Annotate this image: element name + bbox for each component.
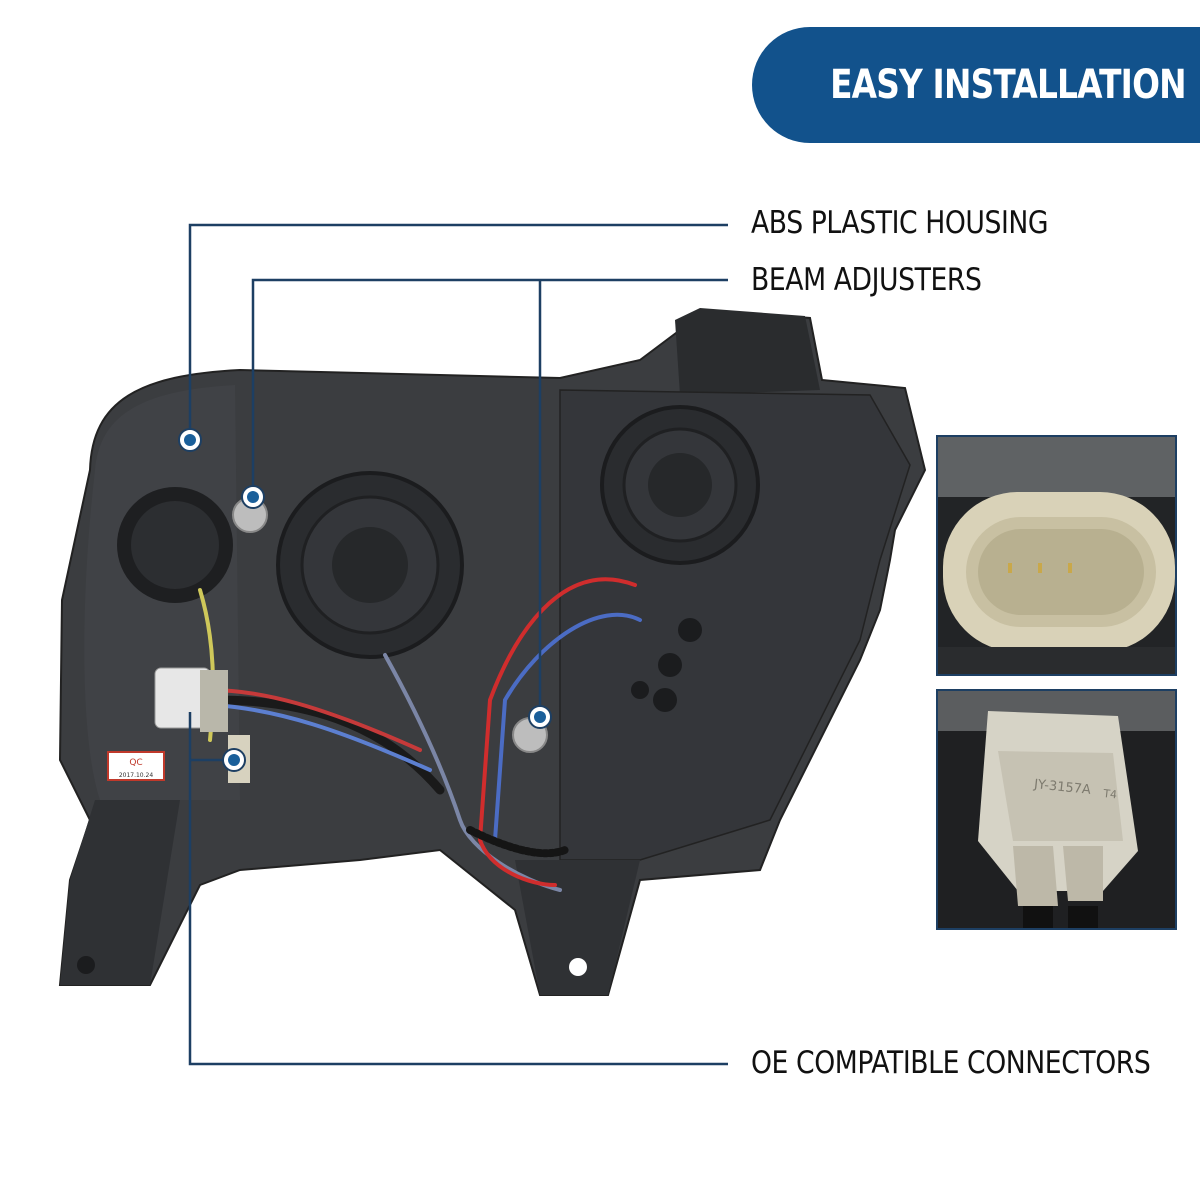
oe-plug (154, 667, 250, 783)
qc-sticker-label: QC (129, 758, 142, 768)
callout-oe-compatible-connectors: OE COMPATIBLE CONNECTORS (751, 1045, 1151, 1081)
callout-abs-plastic-housing: ABS PLASTIC HOUSING (751, 205, 1049, 241)
connector-tag-suffix: T4 (1102, 787, 1118, 801)
banner-title: EASY INSTALLATION (830, 62, 1187, 108)
connector-tag: JY-3157A (1032, 777, 1091, 798)
callout-markers (178, 428, 552, 772)
wiring-harness (198, 577, 642, 892)
callout-lines (188, 223, 728, 1066)
inset-three-pin-connector (936, 435, 1177, 676)
inset-socket-connector: JY-3157A T4 (936, 689, 1177, 930)
qc-sticker-date: 2017.10.24 (119, 772, 154, 779)
three-pin-connector-photo (938, 437, 1175, 674)
qc-sticker: QC 2017.10.24 (107, 751, 165, 781)
callout-beam-adjusters: BEAM ADJUSTERS (751, 262, 982, 298)
headlight-housing (58, 308, 927, 996)
easy-installation-banner: EASY INSTALLATION (752, 27, 1200, 143)
socket-connector-photo: JY-3157A T4 (938, 691, 1175, 928)
